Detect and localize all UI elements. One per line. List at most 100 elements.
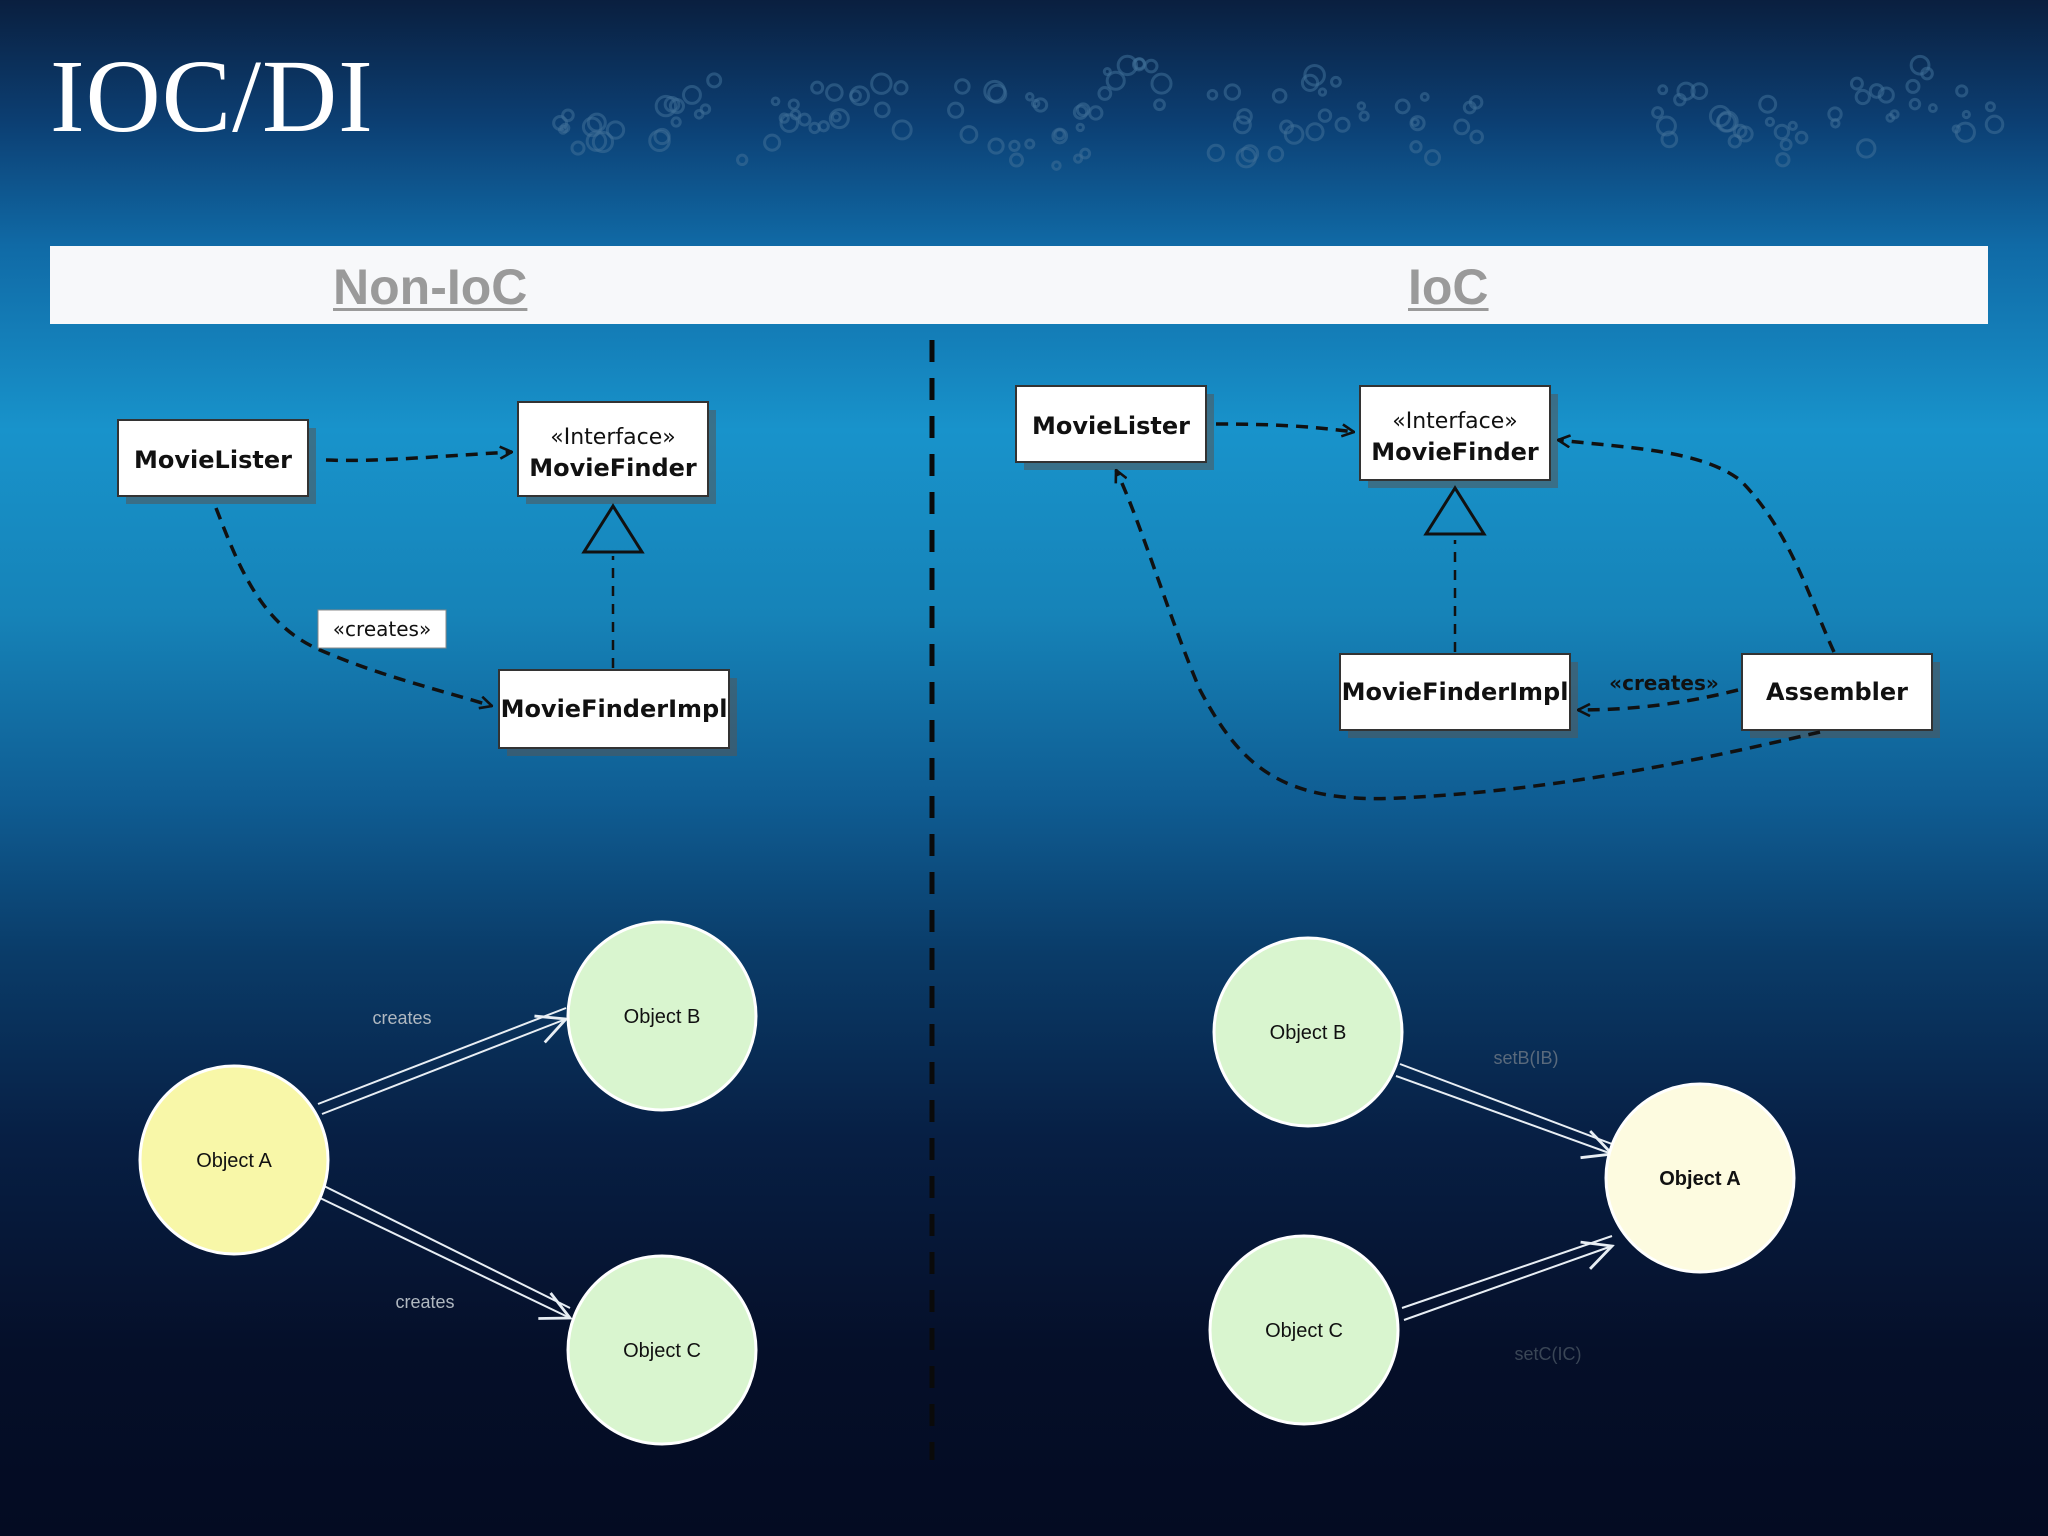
bubble [1240, 144, 1260, 163]
bubble [1305, 122, 1325, 142]
bubble [1330, 75, 1342, 88]
non-ioc-moviefinder-box [517, 401, 709, 497]
bubble [1283, 124, 1305, 145]
bubble [581, 116, 603, 138]
non-ioc-creates-arrow-c [319, 1185, 570, 1318]
slide-title: IOC/DI [50, 39, 374, 154]
bubble [893, 80, 909, 96]
bubble [987, 83, 1008, 104]
bubble [1075, 122, 1085, 133]
bubble [654, 94, 678, 118]
non-ioc-class-diagram: MovieLister «Interface» MovieFinder Movi… [117, 401, 737, 756]
bubble [735, 153, 749, 167]
bubble [1032, 97, 1049, 113]
bubble [787, 98, 800, 111]
ioc-object-b-circle [1212, 936, 1404, 1128]
non-ioc-heading: Non-IoC [333, 259, 528, 315]
bubble [1469, 129, 1484, 145]
bubble [1267, 145, 1285, 163]
ioc-assembler-label: Assembler [1766, 678, 1908, 706]
bubble [873, 101, 891, 119]
bubble [1051, 160, 1062, 171]
ioc-class-diagram: MovieLister «Interface» MovieFinder Movi… [1015, 385, 1940, 801]
bubble [1775, 152, 1791, 168]
bubble [605, 120, 626, 140]
bubble [1075, 102, 1091, 117]
bubble [663, 95, 681, 113]
bubble [849, 89, 862, 103]
non-ioc-object-a-circle [138, 1064, 330, 1256]
ioc-creates-arrow [1578, 688, 1739, 710]
non-ioc-creates-arrow-b [317, 1007, 566, 1115]
bubble [1079, 147, 1092, 160]
ioc-object-a-circle [1604, 1082, 1796, 1274]
non-ioc-creates-arrow [214, 507, 492, 706]
bubble [1105, 70, 1126, 91]
bubble [1877, 86, 1895, 104]
non-ioc-creates-label: «creates» [333, 617, 431, 641]
bubble [1453, 118, 1471, 136]
bubble [1673, 92, 1687, 107]
ioc-moviefinderimpl-box [1339, 653, 1571, 731]
non-ioc-interface-stereotype: «Interface» [550, 425, 675, 450]
bubble [1787, 120, 1798, 131]
bubble [779, 113, 800, 133]
non-ioc-object-b-circle [566, 920, 758, 1112]
non-ioc-object-b-label: Object B [624, 1006, 701, 1028]
ioc-creates-label: «creates» [1609, 671, 1719, 695]
bubble [947, 101, 965, 119]
ioc-set-c-arrow [1401, 1235, 1612, 1321]
bubble [954, 78, 971, 95]
header-band [50, 246, 1988, 324]
bubble [586, 112, 607, 133]
bubble [1206, 143, 1225, 163]
bubble [1008, 139, 1021, 152]
bubble [870, 72, 893, 95]
bubble [699, 103, 712, 115]
bubble [1908, 97, 1922, 111]
non-ioc-movielister-label: MovieLister [134, 446, 292, 474]
bubble [1655, 115, 1677, 137]
bubble [1657, 84, 1669, 96]
bubble [648, 129, 671, 153]
bubble [1854, 88, 1871, 106]
ioc-moviefinder-label: MovieFinder [1371, 438, 1539, 466]
bubble [763, 133, 782, 152]
bubble [1356, 101, 1367, 111]
bubble [1051, 127, 1069, 145]
bubble [1024, 92, 1035, 102]
bubble [1856, 138, 1877, 159]
bubble [1905, 78, 1921, 94]
non-ioc-realization-triangle [581, 503, 645, 554]
bubble [1358, 110, 1370, 122]
non-ioc-moviefinder-label: MovieFinder [529, 454, 697, 482]
bubble [987, 137, 1005, 155]
non-ioc-creates-label-bg [317, 609, 447, 649]
bubble [1097, 86, 1113, 101]
non-ioc-creates-label-1: creates [372, 1008, 431, 1028]
bubble [1394, 98, 1411, 115]
bubble [1102, 67, 1112, 77]
bubble [778, 112, 790, 124]
bubble [1116, 54, 1139, 77]
bubble [1009, 152, 1025, 168]
bubble [1024, 138, 1036, 150]
bubble [1927, 103, 1938, 114]
bubble [1468, 95, 1484, 110]
non-ioc-moviefinderimpl-box [498, 669, 730, 749]
bubble [1419, 92, 1430, 102]
bubble [1651, 106, 1665, 120]
bubble [1716, 110, 1739, 133]
bubble [1984, 114, 2005, 135]
bubble [1961, 109, 1971, 120]
bubble [1317, 108, 1333, 123]
bubble [1303, 63, 1326, 87]
bubble [1758, 94, 1778, 114]
ioc-realization-triangle [1423, 485, 1487, 536]
bubble [1271, 88, 1288, 104]
bubble [1334, 116, 1351, 133]
bubble [1849, 76, 1864, 91]
non-ioc-object-a-label: Object A [196, 1150, 272, 1172]
bubble [828, 108, 850, 130]
bubble [1300, 73, 1320, 92]
